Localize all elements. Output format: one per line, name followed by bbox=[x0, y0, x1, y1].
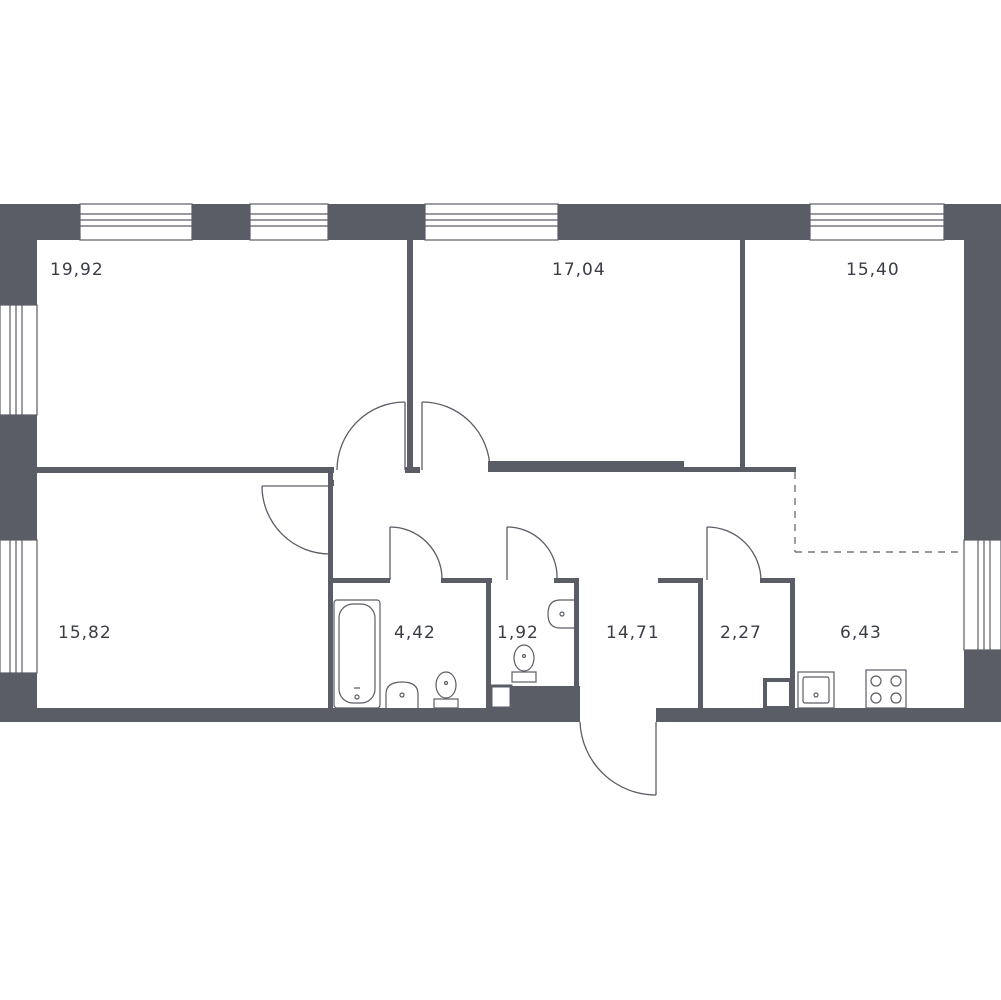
wall-h-2 bbox=[488, 461, 684, 472]
interior-walls bbox=[37, 240, 796, 722]
wall-bath-top bbox=[333, 578, 390, 583]
area-label-hallway: 14,71 bbox=[606, 623, 660, 643]
area-label-storage: 2,27 bbox=[720, 623, 762, 643]
wall-v-7 bbox=[790, 578, 795, 708]
wall-h-1b bbox=[405, 467, 420, 473]
door-bedroom-17 bbox=[421, 401, 491, 471]
kitchen-sink-icon bbox=[797, 671, 835, 709]
doors bbox=[261, 401, 762, 796]
wall-storage-top-left bbox=[658, 578, 703, 583]
wall-storage-top-right bbox=[760, 578, 795, 583]
kitchen-shaft bbox=[763, 678, 793, 710]
window-top-3 bbox=[424, 203, 559, 241]
wall-h-1 bbox=[37, 467, 334, 473]
door-toilet bbox=[506, 526, 558, 580]
area-label-bedroom-top-left: 19,92 bbox=[50, 260, 104, 280]
wc-toilet-icon bbox=[511, 644, 537, 683]
shaft bbox=[489, 684, 513, 710]
stove-icon bbox=[865, 669, 907, 709]
area-label-bedroom-top-center: 17,04 bbox=[552, 260, 606, 280]
area-label-bedroom-top-right: 15,40 bbox=[846, 260, 900, 280]
window-top-2 bbox=[249, 203, 329, 241]
area-label-bedroom-bottom-left: 15,82 bbox=[58, 623, 112, 643]
door-bedroom-15-82 bbox=[261, 485, 331, 555]
wall-v-5 bbox=[574, 578, 579, 686]
toilet-icon bbox=[433, 671, 459, 709]
area-label-kitchen: 6,43 bbox=[840, 623, 882, 643]
wall-wc-top bbox=[554, 578, 579, 583]
fixtures bbox=[333, 599, 907, 709]
wall-v-1 bbox=[407, 240, 413, 470]
wall-bottom-right bbox=[656, 708, 1001, 722]
wall-bottom-left bbox=[0, 708, 490, 722]
windows bbox=[0, 203, 1001, 674]
wall-v-3a bbox=[328, 480, 334, 486]
wall-bath-top-2 bbox=[441, 578, 492, 583]
wall-v-6 bbox=[698, 578, 703, 708]
wall-v-3 bbox=[328, 473, 333, 709]
sink-icon bbox=[385, 681, 419, 708]
wall-h-3 bbox=[684, 467, 796, 472]
area-label-toilet: 1,92 bbox=[497, 623, 539, 643]
area-labels: 19,92 17,04 15,40 15,82 4,42 1,92 14,71 … bbox=[50, 260, 900, 643]
area-label-bathroom: 4,42 bbox=[394, 623, 436, 643]
window-top-4 bbox=[809, 203, 945, 241]
door-bedroom-19 bbox=[336, 401, 406, 471]
window-top-1 bbox=[79, 203, 193, 241]
window-left-2 bbox=[0, 539, 38, 674]
door-entrance bbox=[579, 721, 657, 796]
wall-entrance-jamb bbox=[566, 686, 580, 722]
kitchen-zone-lines bbox=[794, 472, 964, 553]
wc-sink-icon bbox=[547, 599, 574, 629]
wall-v-4 bbox=[486, 578, 491, 708]
window-right-1 bbox=[963, 539, 1001, 651]
door-storage bbox=[706, 526, 762, 582]
wall-v-2 bbox=[740, 240, 745, 470]
bathtub-icon bbox=[333, 599, 381, 709]
window-left-1 bbox=[0, 304, 38, 416]
door-bathroom bbox=[389, 526, 443, 580]
